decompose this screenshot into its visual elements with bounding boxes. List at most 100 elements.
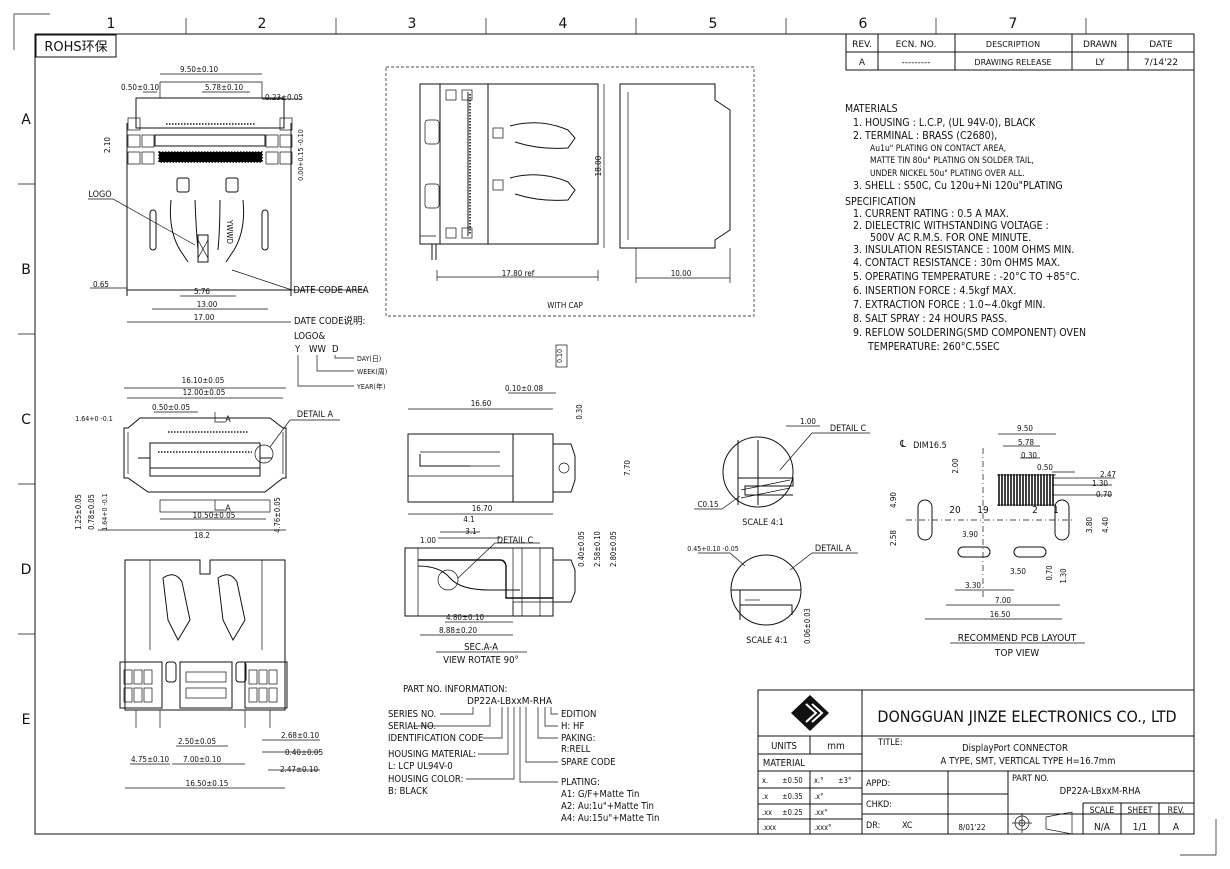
appd-label: APPD:	[866, 779, 890, 789]
pcb-dim-16-5: DIM16.5	[913, 441, 947, 451]
rev-row-desc: DRAWING RELEASE	[974, 58, 1051, 67]
materials-line-1: 1. HOUSING : L.C.P, (UL 94V-0), BLACK	[853, 117, 1036, 129]
bottom-dim-2-47: 2.47±0.10	[280, 765, 318, 774]
date-code-ww: WW	[309, 344, 326, 355]
spec-line-10: 9. REFLOW SOLDERING(SMD COMPONENT) OVEN	[853, 327, 1086, 339]
spec-line-9: 8. SALT SPRAY : 24 HOURS PASS.	[853, 313, 1007, 325]
tol-r1-c2: ±0.50	[782, 776, 803, 785]
section-aa-label: SEC.A-A	[464, 642, 498, 653]
rohs-label: ROHS环保	[44, 40, 107, 55]
revision-table: REV. ECN. NO. DESCRIPTION DRAWN DATE A -…	[845, 33, 1195, 71]
tol-r2-c1: .x	[762, 792, 768, 801]
spec-line-5: 4. CONTACT RESISTANCE : 30m OHMS MAX.	[853, 257, 1060, 269]
dim-0-50: 0.50±0.10	[121, 83, 159, 92]
sheet-border	[34, 33, 1195, 835]
side-dim-0-40: 0.40±0.05	[577, 531, 586, 567]
date-code-year: YEAR(年)	[356, 382, 385, 391]
part-info-plating-a4: A4: Au:15u"+Matte Tin	[561, 813, 659, 824]
grid-col-4: 4	[559, 16, 568, 32]
tol-r3-c3: .xx°	[814, 808, 828, 817]
pcb-dim-2-00: 2.00	[951, 458, 960, 473]
spec-line-11: TEMPERATURE: 260°C.5SEC	[867, 341, 1000, 353]
spec-title: SPECIFICATION	[845, 196, 916, 208]
dim-9-50: 9.50±0.10	[180, 65, 218, 74]
bottom-dim-7-00: 7.00±0.10	[183, 755, 221, 764]
notes-block: MATERIALS 1. HOUSING : L.C.P, (UL 94V-0)…	[845, 103, 1086, 353]
view-rotate-label: VIEW ROTATE 90°	[443, 655, 519, 666]
pcb-pin-2: 2	[1032, 505, 1038, 516]
side-view: 0.10 0.10±0.08 16.60 0.30 16.70 7.70 4.1…	[404, 344, 632, 666]
sheet-label: SHEET	[1128, 806, 1153, 816]
materials-line-3: Au1u" PLATING ON CONTACT AREA,	[870, 144, 1006, 154]
front-dim-18-2: 18.2	[194, 531, 210, 540]
tol-r3-c2: ±0.25	[782, 808, 803, 817]
side-detail-c-callout: DETAIL C	[497, 536, 534, 546]
spec-line-7: 6. INSERTION FORCE : 4.5kgf MAX.	[853, 285, 1016, 297]
bottom-dim-2-68: 2.68±0.10	[281, 731, 319, 740]
side-dim-4-80: 4.80±0.10	[446, 613, 484, 622]
side-dim-8-88: 8.88±0.20	[439, 626, 477, 635]
pcb-dim-3-80: 3.80	[1085, 517, 1094, 533]
rev-header-rev: REV.	[852, 40, 872, 50]
title-block: DONGGUAN JINZE ELECTRONICS CO., LTD UNIT…	[757, 689, 1195, 835]
part-no-value: DP22A-LBxxM-RHA	[1060, 786, 1141, 797]
side-dim-2-80: 2.80±0.05	[609, 531, 618, 567]
cap-dim-10-00: 10.00	[671, 269, 692, 278]
front-dim-1-64-bot: 1.64+0 -0.1	[101, 493, 109, 531]
front-dim-16-10: 16.10±0.05	[182, 376, 225, 385]
pcb-layout-title: RECOMMEND PCB LAYOUT	[958, 633, 1077, 644]
tol-r2-c2: ±0.35	[782, 792, 803, 801]
side-dim-4-1: 4.1	[463, 515, 474, 524]
spec-line-6: 5. OPERATING TEMPERATURE : -20°C TO +85°…	[853, 271, 1080, 283]
dim-5-78: 5.78±0.10	[205, 83, 243, 92]
grid-row-A: A	[21, 112, 31, 128]
date-code-logo: LOGO&	[294, 331, 325, 342]
date-code-legend: DATE CODE说明: LOGO& Y WW D DAY(日) WEEK(周)…	[294, 315, 387, 391]
dim-5-76: 5.76	[194, 287, 210, 296]
side-dim-0-10-08: 0.10±0.08	[505, 384, 543, 393]
front-dim-12-00: 12.00±0.05	[183, 388, 226, 397]
dim-2-10: 2.10	[103, 137, 112, 153]
grid-row-B: B	[21, 262, 31, 278]
pcb-dim-0-50: 0.50	[1037, 463, 1053, 472]
rev-label: REV.	[1168, 806, 1185, 816]
rev-header-drawn: DRAWN	[1083, 40, 1117, 50]
detail-a-dim-0-06: 0.06±0.03	[803, 608, 812, 644]
part-info-plating: PLATING:	[561, 777, 600, 788]
dim-13-00: 13.00	[197, 300, 218, 309]
front-dim-4-76: 4.76±0.05	[273, 497, 282, 533]
units-value: mm	[827, 741, 845, 752]
side-dim-16-60: 16.60	[471, 399, 492, 408]
company-name: DONGGUAN JINZE ELECTRONICS CO., LTD	[877, 707, 1176, 726]
grid-row-D: D	[21, 562, 32, 578]
part-info: PART NO. INFORMATION: DP22A-LBxxM-RHA SE…	[388, 684, 659, 824]
grid-row-labels: A B C D E	[21, 112, 32, 728]
rev-row-date: 7/14'22	[1144, 58, 1178, 68]
spec-line-2: 2. DIELECTRIC WITHSTANDING VOLTAGE :	[853, 220, 1049, 232]
materials-title: MATERIALS	[845, 103, 898, 115]
ymw-mark: YWWD	[225, 219, 234, 245]
pcb-dim-3-90: 3.90	[962, 530, 978, 539]
detail-a-dim-0-45: 0.45+0.10 -0.05	[687, 545, 739, 553]
materials-line-4: MATTE TIN 80u" PLATING ON SOLDER TAIL,	[870, 156, 1034, 166]
front-dim-1-64-top: 1.64+0 -0.1	[75, 415, 113, 423]
grid-row-C: C	[21, 412, 31, 428]
bottom-dim-2-50: 2.50±0.05	[178, 737, 216, 746]
cap-view: 17.80 ref 18.00 10.00 WITH CAP	[385, 66, 755, 317]
detail-a-scale: SCALE 4:1	[746, 636, 788, 646]
rev-header-date: DATE	[1149, 40, 1173, 50]
pcb-dim-1-30-v: 1.30	[1059, 568, 1068, 583]
date-code-title: DATE CODE说明:	[294, 315, 365, 327]
part-info-ident: IDENTIFICATION CODE	[388, 733, 483, 744]
part-info-plating-a1: A1: G/F+Matte Tin	[561, 789, 639, 800]
rev-row-drawn: LY	[1095, 58, 1105, 68]
logo-label: LOGO	[88, 190, 111, 200]
scale-value: N/A	[1094, 822, 1111, 833]
with-cap-label: WITH CAP	[547, 301, 583, 310]
front-dim-0-50: 0.50±0.05	[152, 403, 190, 412]
pcb-pad-row	[998, 474, 1054, 506]
date-code-d: D	[332, 344, 339, 355]
grid-col-3: 3	[408, 16, 417, 32]
front-view: 16.10±0.05 12.00±0.05 0.50±0.05 1.64+0 -…	[74, 376, 340, 540]
